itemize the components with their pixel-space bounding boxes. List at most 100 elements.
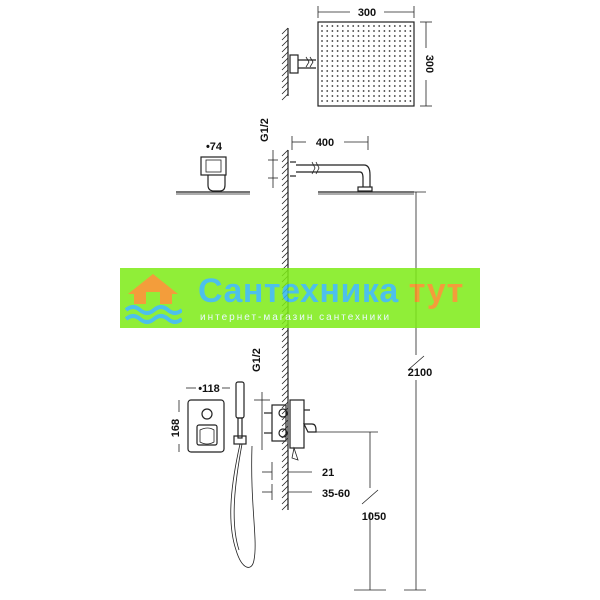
nozzle-dot <box>404 100 407 102</box>
nozzle-dot <box>409 50 412 52</box>
nozzle-dot <box>321 80 323 82</box>
nozzle-dot <box>373 85 375 87</box>
watermark-title: Сантехника тут <box>198 272 464 311</box>
nozzle-dot <box>373 30 375 32</box>
mixer-side-view <box>264 399 317 461</box>
nozzle-dot <box>373 35 375 37</box>
nozzle-dot <box>409 30 412 32</box>
nozzle-dot <box>347 95 349 97</box>
nozzle-dot <box>357 30 360 32</box>
nozzle-dot <box>404 60 407 62</box>
nozzle-dot <box>357 25 360 27</box>
nozzle-dot <box>378 70 381 72</box>
nozzle-dot <box>399 100 401 102</box>
nozzle-dot <box>352 30 355 32</box>
nozzle-dot <box>336 35 339 37</box>
nozzle-dot <box>367 25 370 27</box>
nozzle-dot <box>321 85 323 87</box>
dim-label-offset: 21 <box>322 467 334 479</box>
nozzle-dot <box>336 100 339 102</box>
nozzle-dot <box>321 55 323 57</box>
nozzle-dot <box>326 100 329 102</box>
nozzle-dot <box>331 80 334 82</box>
hatch-line <box>281 485 289 493</box>
nozzle-dot <box>367 30 370 32</box>
nozzle-dot <box>378 75 381 77</box>
nozzle-dot <box>383 70 386 72</box>
arm-flange <box>289 54 299 74</box>
nozzle-dot <box>357 40 360 42</box>
hatch-line <box>281 57 289 65</box>
nozzle-dot <box>399 65 401 67</box>
hatch-line <box>281 479 289 487</box>
hatch-line <box>281 443 289 451</box>
hatch-line <box>281 51 289 59</box>
nozzle-dot <box>357 60 360 62</box>
nozzle-dot <box>352 35 355 37</box>
nozzle-dot <box>352 70 355 72</box>
nozzle-dot <box>331 95 334 97</box>
hatch-line <box>281 449 289 457</box>
nozzle-dot <box>336 50 339 52</box>
nozzle-dot <box>331 40 334 42</box>
nozzle-dot <box>352 90 355 92</box>
nozzle-dot <box>331 100 334 102</box>
nozzle-dot <box>378 80 381 82</box>
hatch-line <box>281 149 289 157</box>
nozzle-dot <box>326 75 329 77</box>
nozzle-dot <box>321 100 323 102</box>
hatch-line <box>281 467 289 475</box>
hatch-line <box>281 503 289 511</box>
nozzle-dot <box>409 60 412 62</box>
nozzle-dot <box>362 90 365 92</box>
dim-depth-range: 35-60 <box>262 484 350 500</box>
dim-label-plate-height: 168 <box>170 419 182 437</box>
nozzle-dot <box>388 95 391 97</box>
nozzle-dot <box>404 95 407 97</box>
hatch-line <box>281 365 289 373</box>
nozzle-dot <box>367 45 370 47</box>
nozzle-dot <box>331 75 334 77</box>
hatch-line <box>281 407 289 415</box>
dim-total-height: 2100 <box>404 191 432 591</box>
nozzle-dot <box>336 95 339 97</box>
nozzle-dot <box>362 25 365 27</box>
nozzle-dot <box>409 55 412 57</box>
nozzle-dot <box>336 70 339 72</box>
hatch-line <box>281 389 289 397</box>
nozzle-dot <box>378 40 381 42</box>
nozzle-dot <box>362 100 365 102</box>
nozzle-dot <box>388 60 391 62</box>
nozzle-dot <box>357 90 360 92</box>
watermark-title-main: Сантехника <box>198 272 399 310</box>
nozzle-dot <box>362 65 365 67</box>
nozzle-dot <box>341 50 344 52</box>
nozzle-dot <box>388 75 391 77</box>
hose <box>230 443 256 568</box>
nozzle-dot <box>404 90 407 92</box>
hatch-line <box>281 383 289 391</box>
nozzle-dot <box>331 70 334 72</box>
hatch-line <box>281 227 289 235</box>
nozzle-dot <box>347 30 349 32</box>
hatch-line <box>281 371 289 379</box>
hatch-line <box>281 27 289 35</box>
nozzle-dot <box>373 65 375 67</box>
nozzle-dot <box>383 75 386 77</box>
nozzle-dot <box>399 85 401 87</box>
nozzle-dot <box>388 30 391 32</box>
nozzle-dot <box>378 90 381 92</box>
dim-head-height: 300 <box>420 21 435 107</box>
nozzle-dot <box>336 80 339 82</box>
nozzle-dot <box>388 40 391 42</box>
nozzle-dot <box>352 100 355 102</box>
nozzle-dot <box>383 90 386 92</box>
nozzle-dot <box>393 55 396 57</box>
watermark-title-accent: тут <box>408 272 464 310</box>
nozzle-dot <box>347 25 349 27</box>
nozzle-dot <box>367 100 370 102</box>
nozzle-dot <box>367 95 370 97</box>
nozzle-dot <box>347 70 349 72</box>
nozzle-dot <box>388 100 391 102</box>
nozzle-dot <box>378 25 381 27</box>
